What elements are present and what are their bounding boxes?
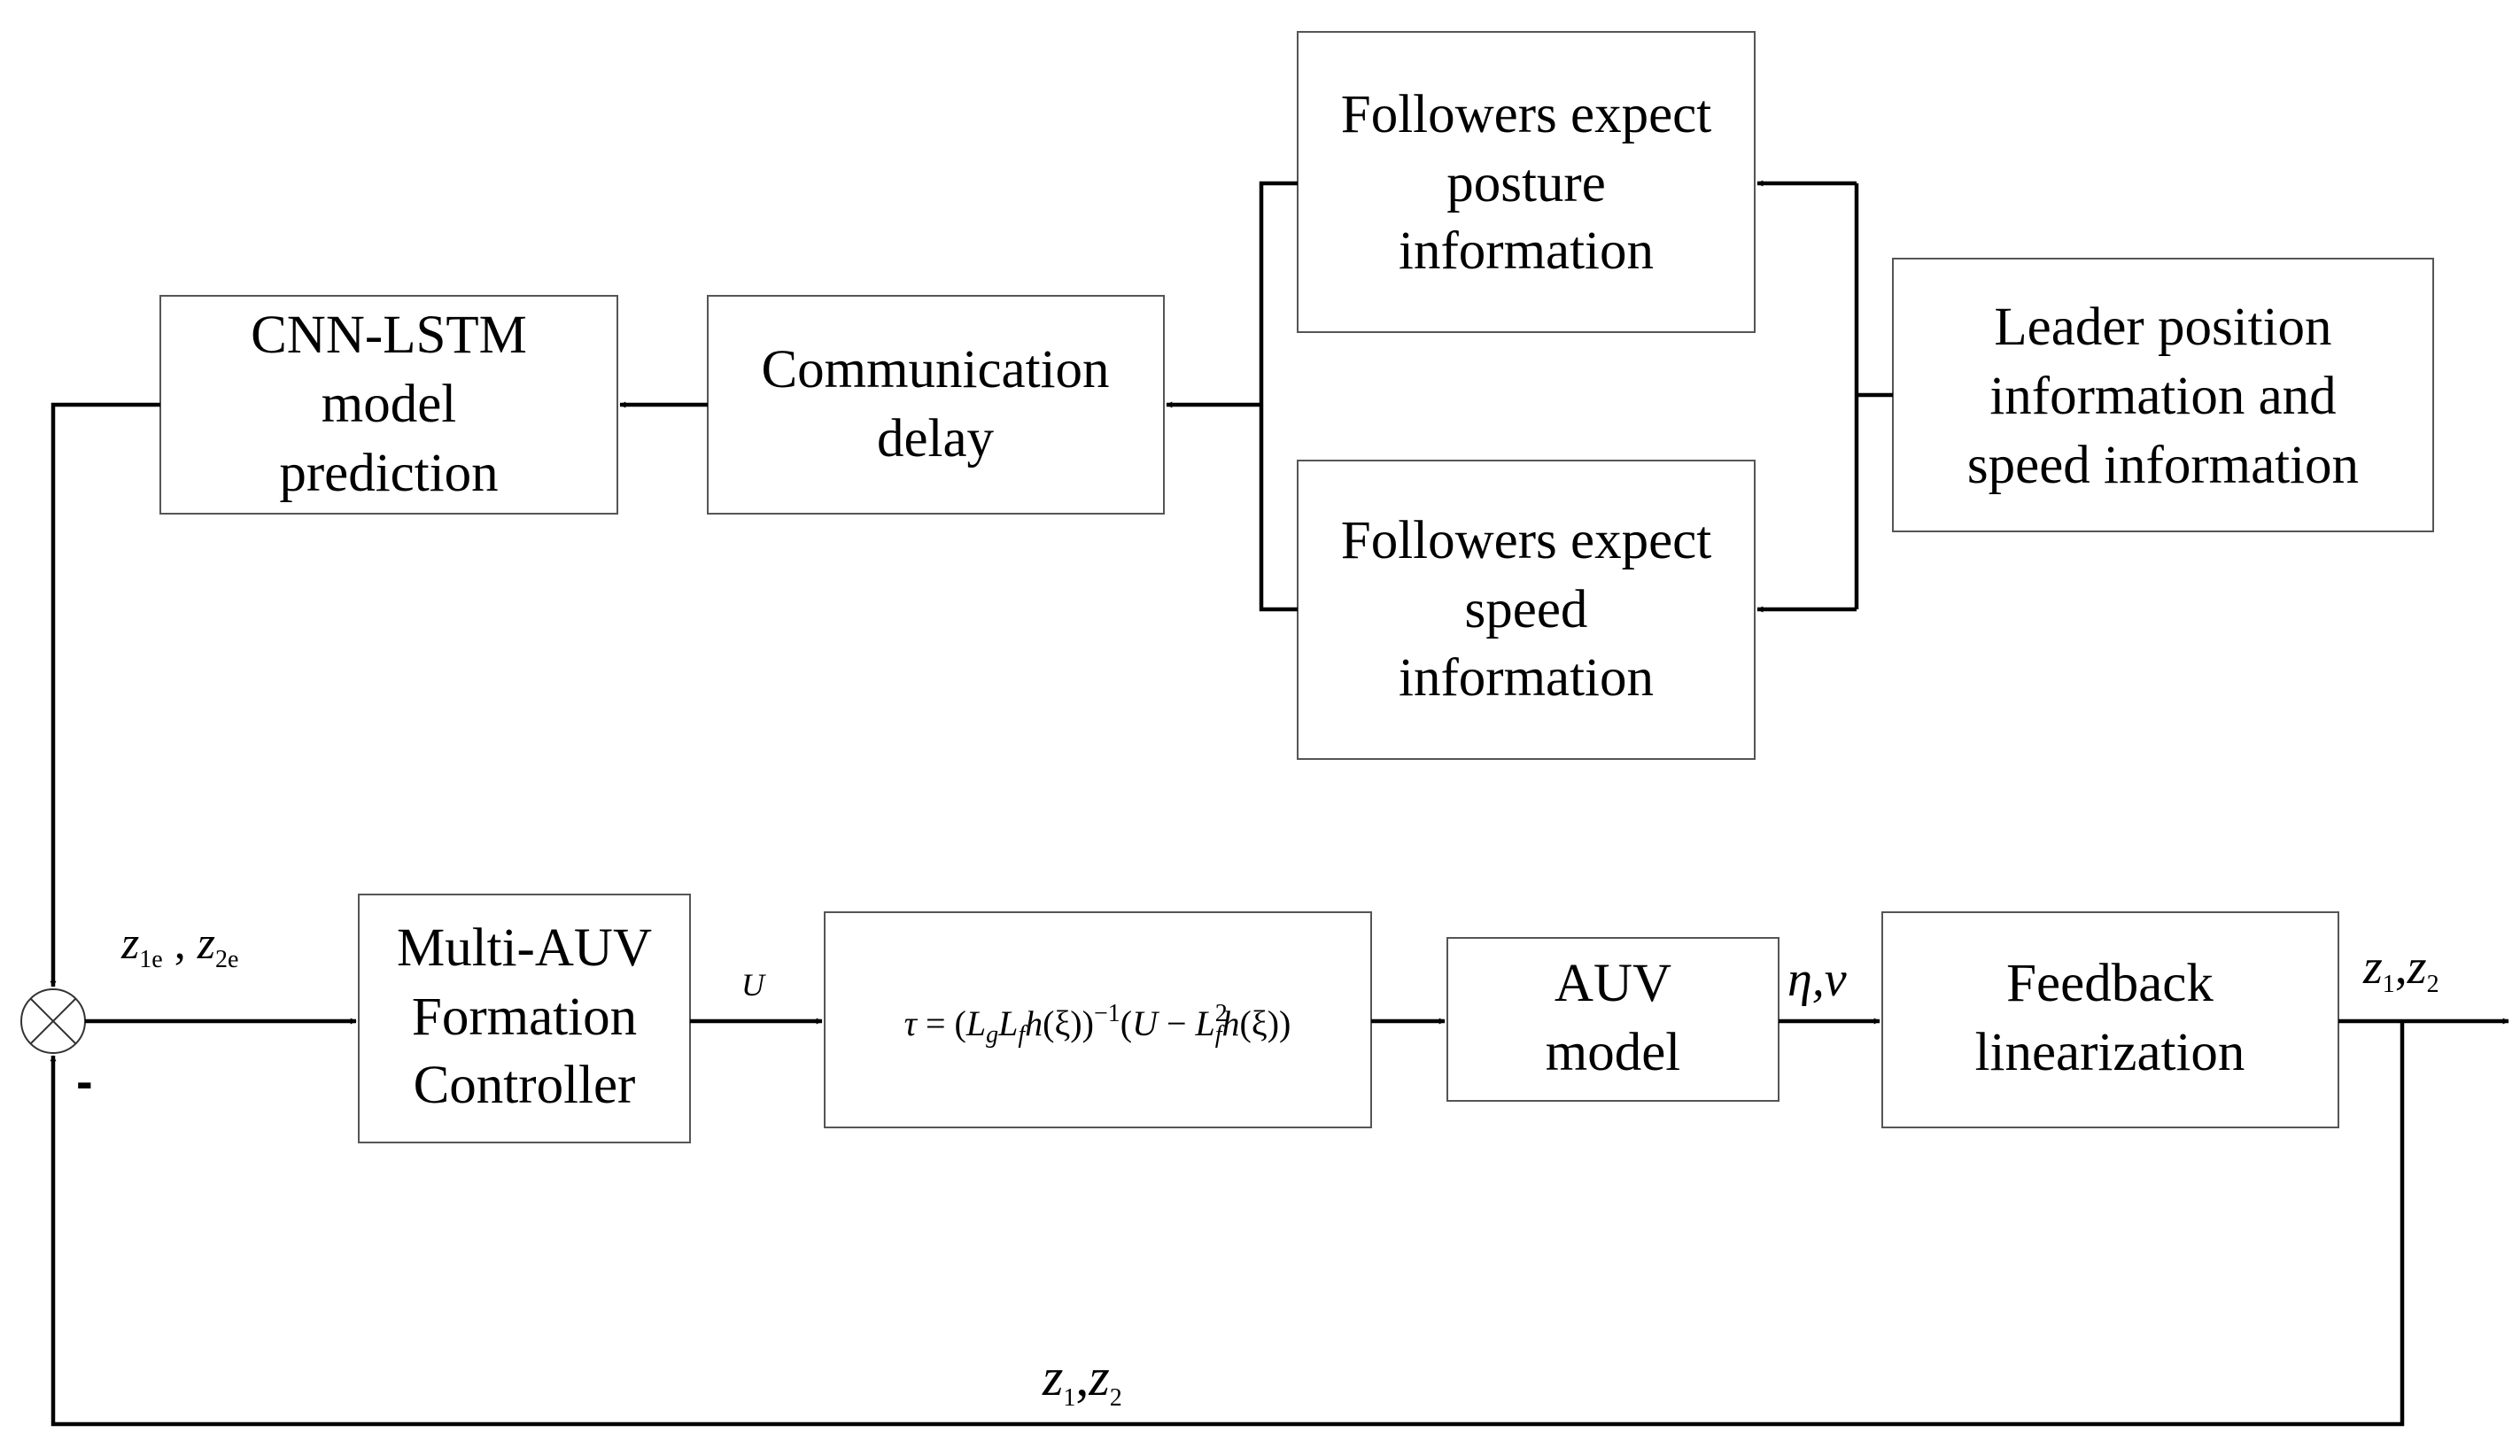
followers-posture-label-line3: information	[1399, 221, 1654, 281]
arrow-prediction-to-junction	[50, 402, 160, 987]
cnn-lstm-label-line3: prediction	[279, 444, 498, 503]
auv-model-label-line2: model	[1546, 1023, 1680, 1082]
minus-sign-label: -	[76, 1053, 93, 1109]
controller-label-line3: Controller	[414, 1056, 636, 1115]
multi-auv-controller-block: Multi-AUV Formation Controller	[358, 894, 691, 1143]
followers-posture-block: Followers expect posture information	[1297, 31, 1756, 333]
auv-model-block: AUV model	[1446, 937, 1780, 1102]
leader-information-label-line2: information and	[1989, 367, 2336, 426]
error-signal-label: z1e , z2e	[120, 918, 238, 973]
arrow-feedback-loop	[50, 1021, 2405, 1427]
leader-information-label-line3: speed information	[1967, 436, 2359, 495]
followers-posture-label-line1: Followers expect	[1341, 85, 1711, 144]
control-input-label: U	[741, 967, 766, 1003]
feedback-linearization-label-line1: Feedback	[2006, 954, 2214, 1013]
feedback-linearization-block: Feedback linearization	[1881, 911, 2339, 1128]
auv-model-label-line1: AUV	[1555, 954, 1671, 1013]
followers-speed-label-line3: information	[1399, 648, 1654, 708]
summing-junction	[20, 988, 86, 1054]
communication-delay-label-line2: delay	[877, 409, 995, 469]
followers-speed-label-line2: speed	[1465, 580, 1588, 639]
feedback-linearization-label-line2: linearization	[1975, 1023, 2245, 1082]
leader-information-block: Leader position information and speed in…	[1892, 258, 2434, 532]
cnn-lstm-label-line2: model	[322, 375, 456, 434]
output-label: z1,z2	[2362, 940, 2439, 998]
followers-speed-block: Followers expect speed information	[1297, 460, 1756, 760]
cnn-lstm-block: CNN-LSTM model prediction	[159, 295, 618, 515]
state-label: η,v	[1787, 952, 1847, 1007]
communication-delay-block: Communication delay	[707, 295, 1165, 515]
communication-delay-label-line1: Communication	[761, 340, 1109, 399]
followers-speed-label-line1: Followers expect	[1341, 511, 1711, 570]
leader-information-label-line1: Leader position	[1994, 298, 2331, 357]
followers-merge-line	[1259, 181, 1298, 612]
feedback-signal-label: z1,z2	[1042, 1348, 1122, 1412]
cnn-lstm-label-line1: CNN-LSTM	[251, 306, 527, 365]
controller-label-line2: Formation	[412, 987, 637, 1047]
controller-label-line1: Multi-AUV	[397, 918, 652, 978]
followers-posture-label-line2: posture	[1446, 154, 1606, 213]
